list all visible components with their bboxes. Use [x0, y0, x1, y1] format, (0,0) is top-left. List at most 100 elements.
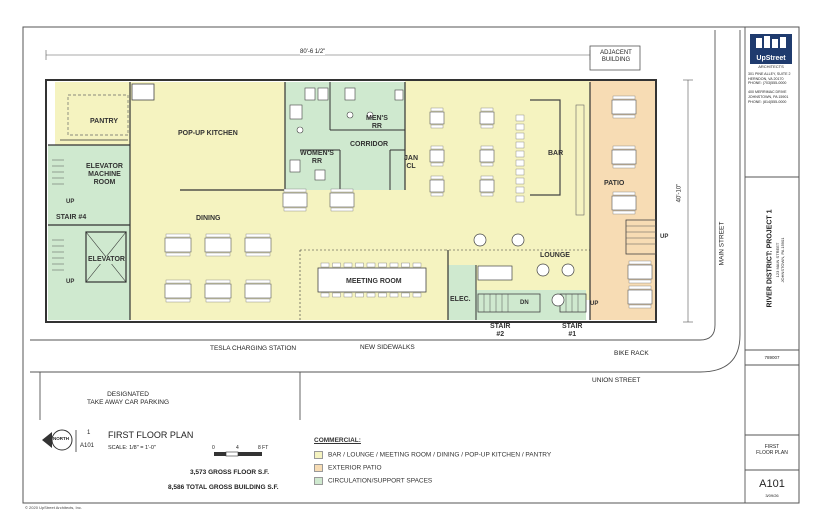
bar-stool — [515, 159, 525, 167]
chair — [205, 233, 231, 238]
chair — [480, 162, 494, 167]
sheet-date: 3/09/26 — [765, 493, 779, 498]
chair — [205, 252, 231, 257]
table — [479, 111, 495, 125]
chair — [165, 279, 191, 284]
legend-swatch — [314, 451, 323, 459]
patio-stair-treads — [625, 219, 657, 255]
room-corridor: CORRIDOR — [350, 141, 389, 148]
chair — [330, 188, 354, 193]
chair — [245, 298, 271, 303]
chair — [480, 192, 494, 197]
chair — [412, 292, 422, 298]
table — [627, 289, 653, 305]
project-title: RIVER DISTRICT: PROJECT 1 — [766, 209, 774, 308]
stair-2-treads — [477, 293, 541, 313]
room-stair-1: STAIR#1 — [562, 323, 583, 338]
table — [282, 192, 308, 208]
chair — [165, 233, 191, 238]
chair — [283, 207, 307, 212]
scale-tick-4: 4 — [236, 445, 239, 451]
table — [429, 179, 445, 193]
chair — [165, 252, 191, 257]
meeting-room-table — [317, 267, 427, 293]
chair — [430, 124, 444, 129]
restroom-fixtures — [289, 87, 404, 181]
chair — [430, 162, 444, 167]
chair — [612, 114, 636, 119]
stair-2-dn: DN — [520, 300, 529, 306]
table — [429, 149, 445, 163]
chair — [245, 279, 271, 284]
plan-title: FIRST FLOOR PLAN — [108, 430, 194, 440]
chair — [612, 191, 636, 196]
table — [611, 99, 637, 115]
room-bar: BAR — [548, 150, 564, 157]
new-sidewalks-label: NEW SIDEWALKS — [360, 344, 415, 351]
room-patio: PATIO — [604, 180, 625, 188]
bar-stool — [515, 177, 525, 185]
chair — [480, 175, 494, 180]
firm-subtitle: ARCHITECTS — [758, 64, 784, 69]
chair — [366, 262, 376, 268]
chair — [320, 292, 330, 298]
chair — [612, 210, 636, 215]
room-elevator: ELEVATOR — [88, 256, 125, 264]
legend-label: CIRCULATION/SUPPORT SPACES — [328, 477, 433, 485]
main-street-label: MAIN STREET — [718, 221, 726, 266]
chair — [430, 192, 444, 197]
lounge-furniture — [473, 233, 575, 307]
tesla-charging-label: TESLA CHARGING STATION — [210, 345, 297, 352]
dimension-lines — [45, 50, 693, 323]
address-line: PHONE: (703)555-0000 — [748, 81, 787, 86]
chair — [401, 262, 410, 268]
chair — [480, 124, 494, 129]
chair — [366, 292, 376, 298]
bar-counter — [530, 99, 585, 216]
north-arrow-symbol — [42, 429, 77, 452]
room-meeting: MEETING ROOM — [346, 278, 402, 285]
scale-tick-8: 8 FT — [258, 445, 269, 451]
chair — [480, 145, 494, 150]
union-street-label: UNION STREET — [592, 377, 641, 384]
room-lounge: LOUNGE — [540, 252, 570, 259]
chair — [332, 292, 341, 298]
table — [164, 283, 192, 299]
table — [329, 192, 355, 208]
chair — [628, 279, 652, 284]
bar-stool — [515, 123, 525, 131]
dim-overall-width: 80'-6 1/2" — [300, 49, 326, 55]
sheet-number: A101 — [759, 478, 785, 490]
chair — [332, 262, 341, 268]
table — [611, 149, 637, 165]
chair — [612, 145, 636, 150]
address-line: 301 PINE ALLEY, SUITE 2 — [748, 72, 791, 76]
chair — [355, 292, 364, 298]
chair — [205, 298, 231, 303]
chair — [430, 145, 444, 150]
legend-item: EXTERIOR PATIO — [314, 464, 382, 472]
plan-scale: SCALE: 1/8" = 1'-0" — [108, 445, 156, 451]
bike-rack-label: BIKE RACK — [614, 350, 649, 357]
chair — [245, 233, 271, 238]
project-number: 789007 — [764, 355, 780, 360]
chair — [283, 188, 307, 193]
chair — [480, 107, 494, 112]
table — [244, 237, 272, 253]
chair — [165, 298, 191, 303]
chair — [378, 262, 387, 268]
legend-swatch — [314, 477, 323, 485]
table — [204, 283, 232, 299]
dining-tables — [164, 95, 653, 309]
stair-1-up: UP — [590, 301, 599, 307]
scale-tick-0: 0 — [212, 445, 215, 451]
address-line: PHONE: (814)555-0000 — [748, 99, 787, 104]
detail-number: 1 — [87, 430, 91, 436]
table — [244, 283, 272, 299]
